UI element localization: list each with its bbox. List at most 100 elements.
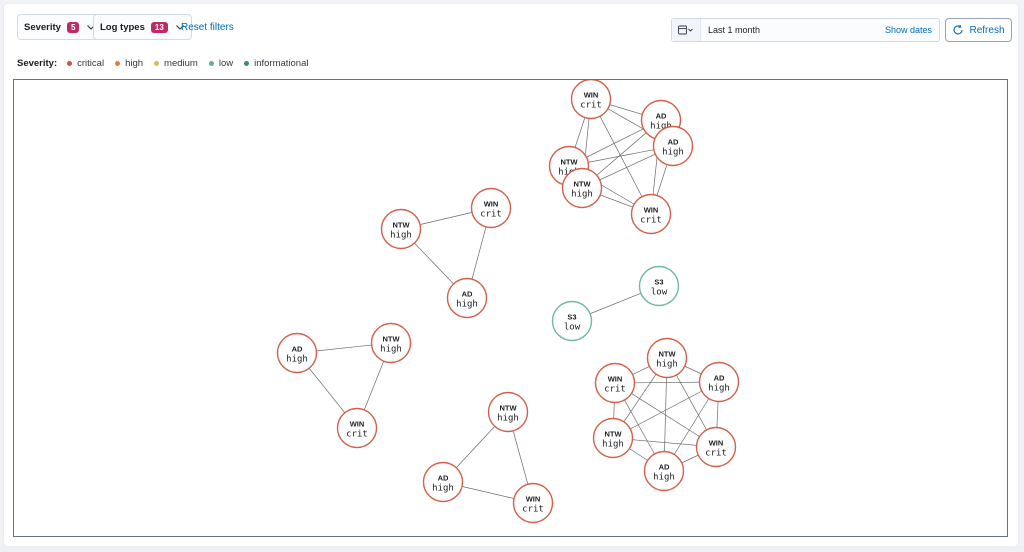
- legend-dot: [115, 60, 121, 66]
- node-severity-label: high: [497, 414, 519, 424]
- node-type-label: AD: [659, 463, 670, 472]
- calendar-icon: [678, 25, 693, 35]
- log-types-filter-button[interactable]: Log types 13: [93, 14, 192, 40]
- node-circle[interactable]: [470, 187, 512, 229]
- node-circle[interactable]: [638, 265, 680, 307]
- node-severity-label: high: [558, 168, 580, 178]
- node-severity-label: crit: [705, 449, 727, 459]
- severity-filter-button[interactable]: Severity 5: [17, 14, 104, 40]
- node-circle[interactable]: [594, 362, 636, 404]
- node-circle[interactable]: [336, 407, 378, 449]
- node-circle[interactable]: [570, 80, 612, 120]
- legend-label: high: [125, 57, 144, 69]
- quick-select-button[interactable]: [672, 19, 701, 41]
- node-severity-label: high: [653, 473, 675, 483]
- node-severity-label: high: [571, 190, 593, 200]
- node-circle[interactable]: [512, 482, 554, 524]
- node-severity-label: low: [564, 323, 581, 333]
- log-types-count-badge: 13: [150, 21, 168, 33]
- severity-filter-label: Severity: [24, 21, 61, 33]
- refresh-icon: [953, 24, 964, 35]
- node-type-label: AD: [668, 138, 679, 147]
- reset-filters-link[interactable]: Reset filters: [181, 22, 234, 33]
- graph-edge: [590, 98, 652, 215]
- node-type-label: WIN: [350, 420, 365, 429]
- node-type-label: AD: [292, 345, 303, 354]
- page-bottom: [0, 546, 1024, 552]
- node-severity-label: crit: [640, 216, 662, 226]
- node-severity-label: low: [651, 288, 668, 298]
- legend-dot: [154, 60, 160, 66]
- node-severity-label: crit: [580, 101, 602, 111]
- node-severity-label: high: [286, 355, 308, 365]
- node-severity-label: crit: [522, 505, 544, 515]
- node-circle[interactable]: [561, 167, 603, 209]
- legend-item-critical: critical: [67, 58, 104, 69]
- node-type-label: NTW: [560, 158, 578, 167]
- date-range-value[interactable]: Last 1 month: [708, 25, 761, 35]
- node-severity-label: high: [662, 148, 684, 158]
- node-circle[interactable]: [276, 332, 318, 374]
- node-type-label: NTW: [604, 430, 622, 439]
- node-circle[interactable]: [446, 277, 488, 319]
- node-circle[interactable]: [630, 193, 672, 235]
- legend-dot: [67, 60, 73, 66]
- node-type-label: NTW: [392, 221, 410, 230]
- node-circle[interactable]: [695, 426, 737, 468]
- node-circle[interactable]: [652, 125, 694, 167]
- show-dates-link[interactable]: Show dates: [884, 25, 932, 35]
- node-type-label: S3: [654, 278, 663, 287]
- node-severity-label: high: [656, 360, 678, 370]
- refresh-button[interactable]: Refresh: [945, 18, 1012, 42]
- graph-canvas[interactable]: WINcritADhighADhighNTWhighNTWhighWINcrit…: [14, 80, 1009, 538]
- node-type-label: WIN: [644, 206, 659, 215]
- node-type-label: WIN: [484, 200, 499, 209]
- node-circle[interactable]: [487, 391, 529, 433]
- legend-dot: [208, 60, 214, 66]
- node-circle[interactable]: [551, 300, 593, 342]
- legend-item-medium: medium: [154, 58, 198, 69]
- node-severity-label: high: [650, 122, 672, 132]
- legend-item-informational: informational: [244, 58, 308, 69]
- node-severity-label: crit: [604, 385, 626, 395]
- node-type-label: AD: [462, 290, 473, 299]
- node-circle[interactable]: [646, 337, 688, 379]
- node-circle[interactable]: [370, 322, 412, 364]
- node-type-label: NTW: [658, 350, 676, 359]
- node-circle[interactable]: [592, 417, 634, 459]
- legend-item-high: high: [115, 58, 143, 69]
- chevron-down-icon: [175, 25, 184, 30]
- node-circle[interactable]: [380, 208, 422, 250]
- legend-title: Severity:: [17, 57, 58, 69]
- node-circle[interactable]: [643, 450, 685, 492]
- node-severity-label: crit: [346, 430, 368, 440]
- node-type-label: AD: [438, 474, 449, 483]
- node-circle[interactable]: [698, 361, 740, 403]
- refresh-label: Refresh: [969, 24, 1005, 36]
- node-circle[interactable]: [422, 461, 464, 503]
- node-type-label: S3: [567, 313, 576, 322]
- node-type-label: WIN: [584, 91, 599, 100]
